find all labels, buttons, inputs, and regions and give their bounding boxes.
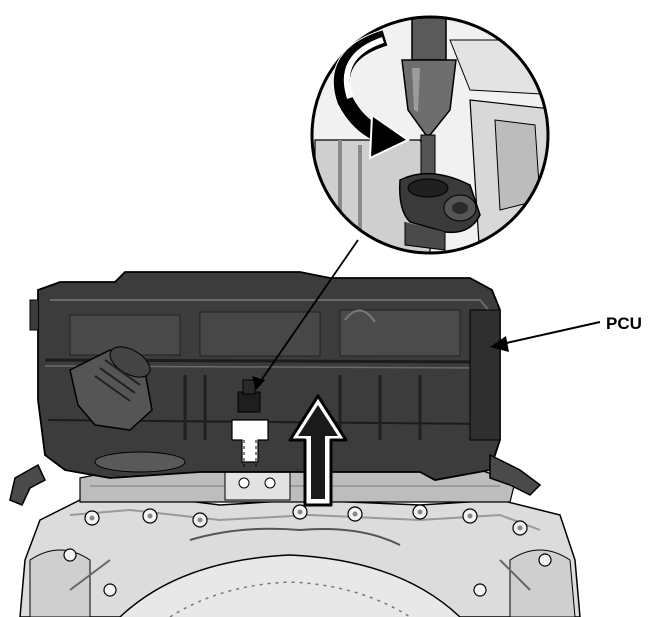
engine-casing	[19, 494, 581, 617]
pointer-arrow-icon	[252, 376, 265, 390]
curved-rotation-arrow-icon	[332, 29, 410, 160]
detail-magnifier	[310, 15, 550, 255]
up-arrow-icon	[288, 394, 348, 507]
pcu-pointer	[490, 321, 601, 352]
connector-detail	[231, 379, 269, 470]
pcu-housing	[9, 271, 542, 506]
pcu-label: PCU	[606, 314, 642, 333]
callout-leader-line	[257, 239, 359, 386]
